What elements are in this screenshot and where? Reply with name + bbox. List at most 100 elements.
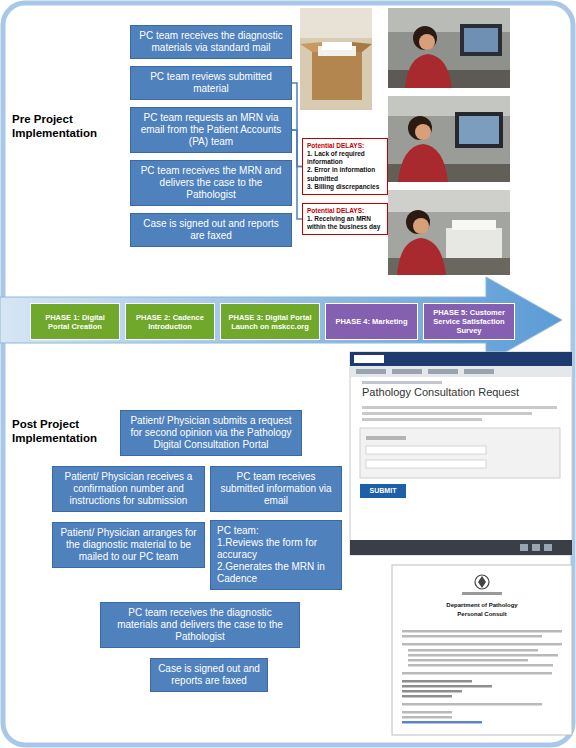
confirmation-letter-part [402, 672, 552, 675]
photo-workstation-part [405, 54, 452, 88]
web-screenshot-part [362, 381, 442, 384]
photo-workstation-part [464, 28, 498, 52]
phase-arrow-part [0, 277, 562, 363]
delay-callout: Potential DELAYS:1. Lack of required inf… [302, 138, 388, 195]
confirmation-letter-part [402, 721, 482, 724]
photo-fax-part [406, 210, 430, 234]
confirmation-letter-part [408, 649, 538, 652]
node-text: Patient/ Physician receives a confirmati… [59, 471, 198, 507]
node-text: PHASE 2: Cadence Introduction [130, 313, 210, 331]
photo-box-part [300, 8, 372, 38]
node-text: PC team receives the diagnostic material… [107, 607, 293, 643]
confirmation-letter-part [402, 630, 562, 633]
node-text: 1. Receiving an MRN within the business … [307, 215, 383, 231]
process-box: Patient/ Physician receives a confirmati… [52, 466, 205, 512]
node-text: PC team requests an MRN via email from t… [137, 112, 285, 148]
photo-box-part [300, 8, 372, 110]
confirmation-letter-part [408, 659, 528, 662]
outer-frame [3, 3, 573, 745]
phase-arrow [0, 277, 562, 363]
photo-screen-work [388, 96, 510, 182]
node-text: PC team: [217, 525, 335, 537]
process-box: PC team requests an MRN via email from t… [130, 107, 292, 153]
web-screenshot-part [356, 369, 386, 374]
process-box: Patient/ Physician submits a request for… [120, 410, 302, 456]
phase-box: PHASE 2: Cadence Introduction [125, 303, 215, 340]
photo-fax [388, 190, 510, 275]
photo-screen-work-part [388, 96, 510, 182]
web-screenshot-part [354, 355, 384, 363]
photo-screen-work-part [415, 124, 431, 140]
photo-fax-part [413, 218, 429, 234]
photo-screen-work-part [459, 116, 499, 144]
web-screenshot-part [520, 544, 528, 551]
web-screenshot-part [366, 436, 406, 440]
confirmation-letter-part [408, 654, 558, 657]
photo-box-part [322, 42, 352, 50]
phase-box: PHASE 1: Digital Portal Creation [30, 303, 120, 340]
node-text: 1. Lack of required information [307, 150, 383, 166]
photo-workstation [388, 8, 510, 88]
web-screenshot-part [362, 418, 482, 421]
photo-box [300, 8, 372, 110]
photo-workstation-part [413, 26, 437, 50]
photo-screen-work-part [408, 116, 432, 140]
node-text: PC team receives the MRN and delivers th… [137, 165, 285, 201]
photo-workstation-part [388, 8, 510, 88]
confirmation-letter-part [402, 643, 562, 646]
node-text: PHASE 3: Digital Portal Launch on mskcc.… [225, 313, 315, 331]
photo-fax-part [446, 228, 502, 258]
node-text: Patient/ Physician submits a request for… [127, 415, 295, 451]
web-screenshot-part [366, 446, 486, 454]
process-box: Patient/ Physician arranges for the diag… [52, 522, 205, 568]
process-box: PC team receives the diagnostic material… [100, 602, 300, 648]
process-box: PC team receives the diagnostic material… [130, 25, 292, 59]
web-screenshot-part [350, 540, 572, 555]
web-screenshot-part [350, 352, 572, 366]
process-box: Case is signed out and reports are faxed [150, 658, 268, 692]
confirmation-letter-part [462, 592, 502, 595]
confirmation-letter-part [402, 716, 452, 719]
node-text: PC team reviews submitted material [137, 71, 285, 95]
phase-box: PHASE 5: Customer Service Satisfaction S… [423, 303, 515, 340]
web-screenshot-part [532, 544, 540, 551]
letter-heading: Personal Consult [402, 611, 562, 618]
confirmation-letter-part [402, 711, 452, 714]
photo-fax-part [388, 190, 510, 212]
section-label: Pre Project Implementation [12, 113, 112, 141]
web-screenshot-part [464, 369, 494, 374]
delay-callout: Potential DELAYS:1. Receiving an MRN wit… [302, 203, 388, 235]
web-screenshot-part [392, 369, 422, 374]
letter-heading: Department of Pathology [402, 602, 562, 609]
node-text: Case is signed out and reports are faxed [137, 218, 285, 242]
node-text: PC team receives the diagnostic material… [137, 30, 285, 54]
photo-fax-part [397, 238, 446, 275]
photo-screen-work-part [398, 144, 448, 182]
confirmation-letter [392, 565, 572, 735]
web-screenshot-part [350, 352, 572, 555]
connector [292, 130, 302, 219]
web-screenshot-part [362, 412, 532, 415]
photo-workstation-part [460, 24, 502, 56]
node-text: PHASE 4: Marketing [330, 317, 413, 326]
web-screenshot-part [544, 544, 552, 551]
confirmation-letter-part [408, 664, 553, 667]
confirmation-letter-part [402, 680, 472, 683]
button-label: SUBMIT [360, 484, 406, 498]
process-box: PC team receives the MRN and delivers th… [130, 160, 292, 206]
node-text: Case is signed out and reports are faxed [157, 663, 261, 687]
page-title: Pathology Consultation Request [362, 386, 562, 399]
process-box: PC team:1.Reviews the form for accuracy2… [210, 520, 342, 590]
confirmation-letter-part [402, 635, 542, 638]
node-text: 1.Reviews the form for accuracy [217, 537, 335, 561]
web-screenshot-part [360, 428, 560, 478]
web-screenshot-part [350, 366, 572, 377]
confirmation-letter-part [475, 575, 489, 589]
photo-workstation-part [419, 34, 435, 50]
web-screenshot [350, 352, 572, 555]
phase-box: PHASE 4: Marketing [325, 303, 418, 340]
node-text: 3. Billing discrepancies [307, 183, 383, 191]
web-screenshot-part [360, 484, 406, 498]
confirmation-letter-part [392, 565, 572, 735]
